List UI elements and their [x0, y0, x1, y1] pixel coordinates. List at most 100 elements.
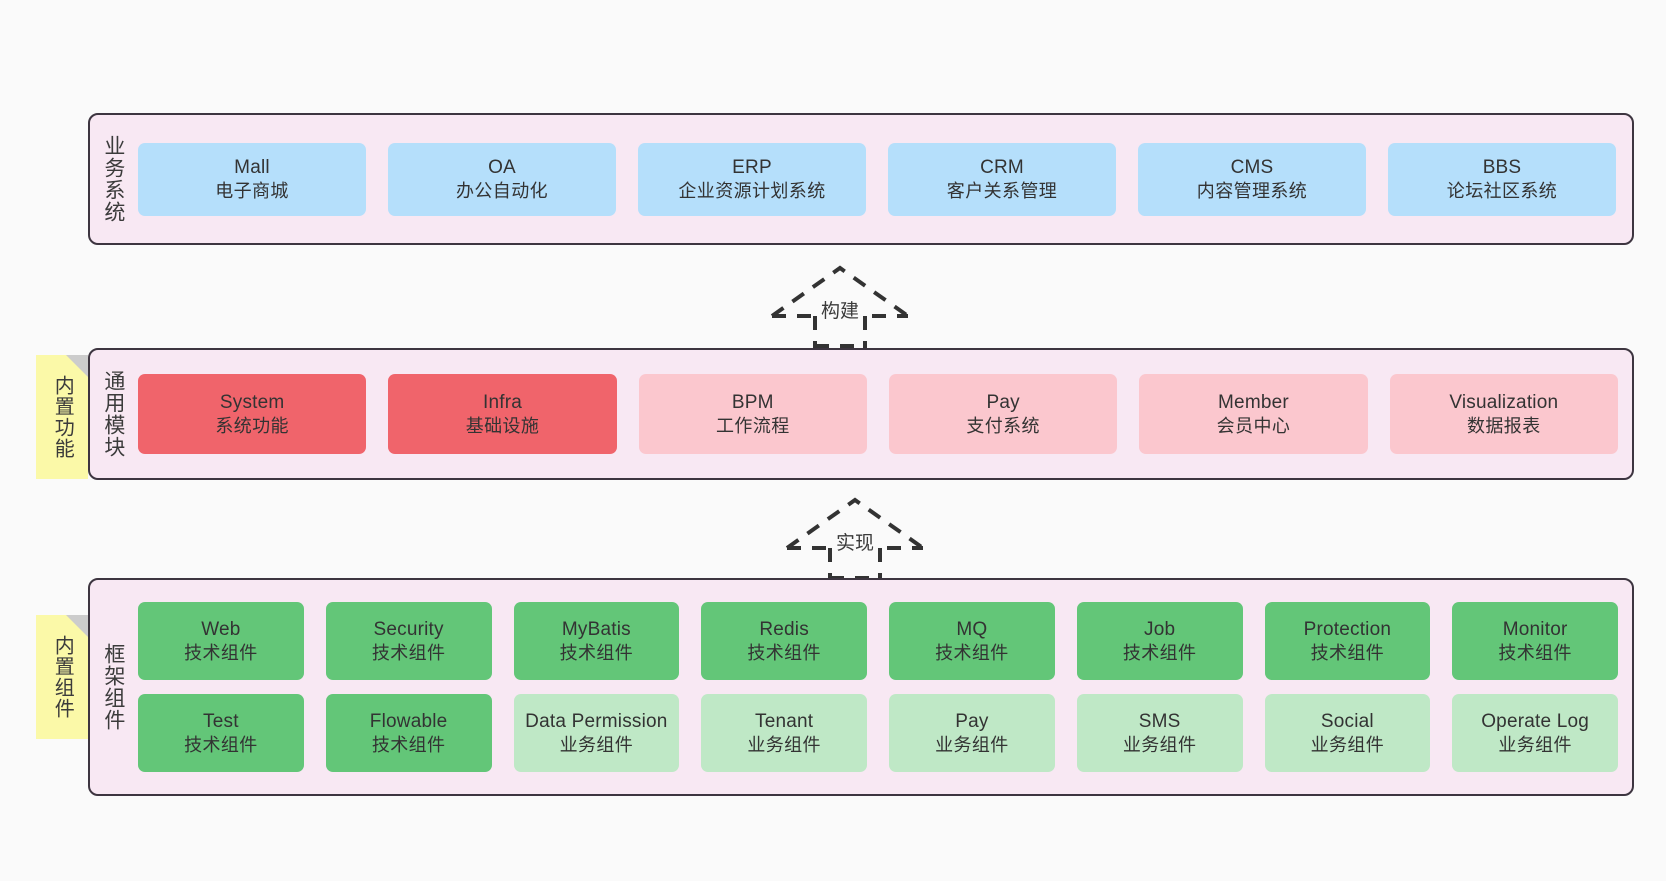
- module-name: Pay: [986, 391, 1020, 413]
- module-social[interactable]: Social 业务组件: [1264, 694, 1431, 772]
- module-subtitle: 办公自动化: [456, 180, 548, 201]
- layer-framework-components: 框架组件 Web 技术组件 Security 技术组件 MyBatis 技术组件…: [88, 578, 1634, 796]
- module-name: Job: [1144, 618, 1176, 640]
- module-name: Protection: [1303, 618, 1392, 640]
- module-name: Data Permission: [525, 710, 668, 732]
- module-name: BBS: [1482, 156, 1522, 178]
- module-subtitle: 企业资源计划系统: [678, 180, 826, 201]
- module-name: ERP: [732, 156, 772, 178]
- module-name: Pay: [955, 710, 989, 732]
- module-row: Web 技术组件 Security 技术组件 MyBatis 技术组件 Redi…: [138, 602, 1618, 680]
- module-subtitle: 技术组件: [1498, 642, 1572, 663]
- module-bpm[interactable]: BPM 工作流程: [638, 374, 867, 454]
- module-mybatis[interactable]: MyBatis 技术组件: [513, 602, 680, 680]
- module-subtitle: 技术组件: [747, 642, 821, 663]
- module-subtitle: 技术组件: [559, 642, 634, 663]
- generalization-arrow-icon: [770, 265, 910, 348]
- module-name: Tenant: [755, 710, 814, 732]
- module-subtitle: 技术组件: [935, 642, 1009, 663]
- module-flowable[interactable]: Flowable 技术组件: [325, 694, 492, 772]
- module-subtitle: 数据报表: [1467, 415, 1541, 436]
- module-name: MyBatis: [561, 618, 631, 640]
- module-subtitle: 工作流程: [716, 415, 790, 436]
- layer-body-common: System 系统功能 Infra 基础设施 BPM 工作流程 Pay 支付系统…: [136, 350, 1632, 478]
- module-data-permission[interactable]: Data Permission 业务组件: [513, 694, 680, 772]
- module-subtitle: 业务组件: [747, 734, 821, 755]
- module-subtitle: 支付系统: [966, 415, 1040, 436]
- module-tenant[interactable]: Tenant 业务组件: [701, 694, 867, 772]
- module-subtitle: 技术组件: [184, 642, 258, 663]
- note-builtin-components: 内置组件: [36, 615, 88, 739]
- module-subtitle: 业务组件: [559, 734, 634, 755]
- module-bbs[interactable]: BBS 论坛社区系统: [1388, 142, 1616, 216]
- module-redis[interactable]: Redis 技术组件: [701, 602, 867, 680]
- module-name: Mall: [234, 156, 270, 178]
- module-test[interactable]: Test 技术组件: [138, 694, 304, 772]
- arrow-build: 构建: [760, 258, 920, 348]
- module-subtitle: 会员中心: [1216, 415, 1291, 436]
- module-subtitle: 基础设施: [465, 415, 540, 436]
- module-member[interactable]: Member 会员中心: [1139, 374, 1368, 454]
- module-name: Monitor: [1502, 618, 1568, 640]
- module-name: Flowable: [369, 710, 448, 732]
- layer-body-business: Mall 电子商城 OA 办公自动化 ERP 企业资源计划系统 CRM 客户关系…: [136, 115, 1632, 243]
- module-name: Security: [373, 618, 444, 640]
- module-name: System: [219, 391, 285, 413]
- module-subtitle: 技术组件: [371, 734, 446, 755]
- module-security[interactable]: Security 技术组件: [325, 602, 492, 680]
- module-cms[interactable]: CMS 内容管理系统: [1138, 142, 1366, 216]
- module-crm[interactable]: CRM 客户关系管理: [888, 142, 1116, 216]
- arrow-label-implement: 实现: [833, 528, 877, 555]
- module-erp[interactable]: ERP 企业资源计划系统: [638, 142, 866, 216]
- module-pay-business[interactable]: Pay 业务组件: [889, 694, 1055, 772]
- module-row: Mall 电子商城 OA 办公自动化 ERP 企业资源计划系统 CRM 客户关系…: [138, 142, 1616, 216]
- module-name: CMS: [1230, 156, 1274, 178]
- module-row: System 系统功能 Infra 基础设施 BPM 工作流程 Pay 支付系统…: [138, 374, 1618, 454]
- module-name: Social: [1320, 710, 1374, 732]
- module-subtitle: 论坛社区系统: [1446, 180, 1558, 201]
- module-name: Test: [203, 710, 239, 732]
- module-sms[interactable]: SMS 业务组件: [1076, 694, 1243, 772]
- module-name: Operate Log: [1481, 710, 1590, 732]
- module-subtitle: 电子商城: [215, 180, 289, 201]
- module-mall[interactable]: Mall 电子商城: [138, 142, 366, 216]
- module-job[interactable]: Job 技术组件: [1076, 602, 1243, 680]
- module-name: CRM: [980, 156, 1024, 178]
- module-name: Redis: [759, 618, 809, 640]
- module-infra[interactable]: Infra 基础设施: [388, 374, 617, 454]
- note-builtin-functions: 内置功能: [36, 355, 88, 479]
- module-subtitle: 客户关系管理: [946, 180, 1058, 201]
- module-subtitle: 技术组件: [371, 642, 446, 663]
- module-subtitle: 内容管理系统: [1196, 180, 1308, 201]
- module-mq[interactable]: MQ 技术组件: [889, 602, 1055, 680]
- module-name: SMS: [1138, 710, 1181, 732]
- layer-title-framework: 框架组件: [101, 643, 125, 731]
- module-name: Web: [201, 618, 241, 640]
- module-subtitle: 业务组件: [1122, 734, 1197, 755]
- layer-business-systems: 业务系统 Mall 电子商城 OA 办公自动化 ERP 企业资源计划系统 CRM…: [88, 113, 1634, 245]
- module-name: MQ: [956, 618, 988, 640]
- module-subtitle: 业务组件: [1498, 734, 1572, 755]
- module-system[interactable]: System 系统功能: [138, 374, 367, 454]
- module-pay[interactable]: Pay 支付系统: [888, 374, 1118, 454]
- module-visualization[interactable]: Visualization 数据报表: [1389, 374, 1618, 454]
- module-oa[interactable]: OA 办公自动化: [388, 142, 616, 216]
- module-subtitle: 业务组件: [1310, 734, 1385, 755]
- module-subtitle: 业务组件: [935, 734, 1009, 755]
- module-monitor[interactable]: Monitor 技术组件: [1452, 602, 1618, 680]
- module-subtitle: 技术组件: [1310, 642, 1385, 663]
- module-name: Member: [1218, 391, 1289, 413]
- module-name: OA: [488, 156, 516, 178]
- module-operate-log[interactable]: Operate Log 业务组件: [1452, 694, 1618, 772]
- module-name: Infra: [482, 391, 522, 413]
- layer-title-business: 业务系统: [101, 135, 125, 223]
- layer-common-modules: 通用模块 System 系统功能 Infra 基础设施 BPM 工作流程 Pay…: [88, 348, 1634, 480]
- module-name: BPM: [731, 391, 774, 413]
- module-web[interactable]: Web 技术组件: [138, 602, 304, 680]
- module-subtitle: 系统功能: [215, 415, 289, 436]
- arrow-implement: 实现: [775, 490, 935, 580]
- module-protection[interactable]: Protection 技术组件: [1264, 602, 1431, 680]
- layer-title-common: 通用模块: [101, 370, 125, 458]
- module-subtitle: 技术组件: [1122, 642, 1197, 663]
